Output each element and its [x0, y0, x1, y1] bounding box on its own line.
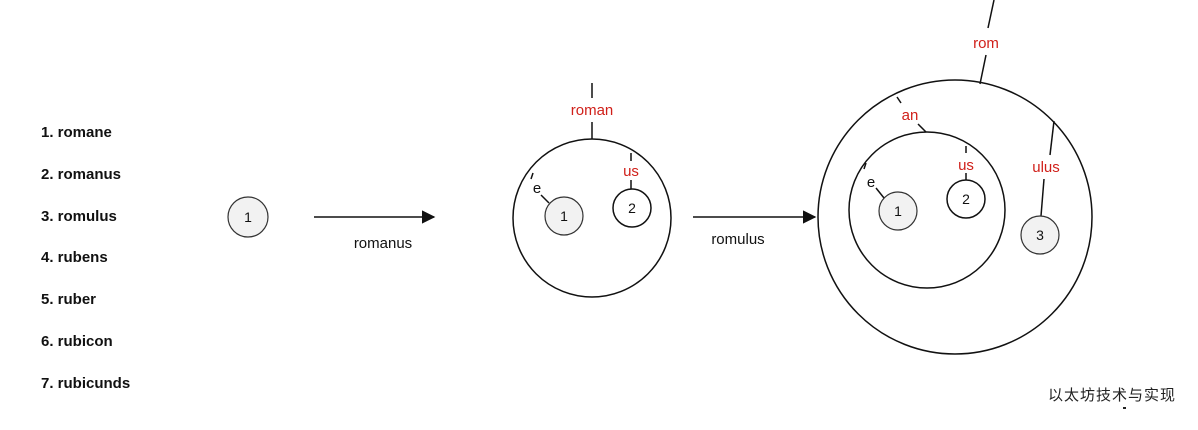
- stage3-edge-label-rom: rom: [973, 35, 999, 52]
- word-item-rubens: 4. rubens: [41, 249, 108, 267]
- stage2-leaf-node-2: [612, 188, 652, 228]
- stage3-top-edge-lower: [979, 54, 987, 85]
- stage1-node-1-label: 1: [244, 209, 252, 225]
- stage3-edge-an-lower: [917, 123, 927, 133]
- stage3-edge-ulus-lower: [1040, 178, 1045, 217]
- stage3-edge-e-upper: [863, 162, 867, 170]
- stage3-group: rom an e 1 us 2 ulus 3: [817, 0, 1093, 355]
- stage2-edge-label-us: us: [623, 163, 639, 180]
- stage3-edge-label-an: an: [902, 107, 919, 124]
- stage2-edge-label-e: e: [533, 180, 541, 197]
- watermark: 以太坊技术与实现: [1047, 386, 1176, 404]
- stage2-node-1-label: 1: [560, 208, 568, 224]
- stage3-edge-an-upper: [896, 96, 902, 104]
- word-item-romane: 1. romane: [41, 124, 112, 141]
- stage3-edge-ulus-upper: [1049, 120, 1055, 156]
- stage3-edge-label-ulus: ulus: [1032, 159, 1060, 176]
- stage3-inner-branch-node: [848, 131, 1006, 289]
- word-item-rubicon: 6. rubicon: [41, 332, 113, 350]
- word-item-rubicunds: 7. rubicunds: [41, 374, 131, 392]
- stage3-node-3-label: 3: [1036, 227, 1044, 243]
- stage2-branch-node: [512, 138, 672, 298]
- word-item-romanus: 2. romanus: [41, 165, 122, 183]
- word-item-ruber: 5. ruber: [41, 291, 97, 309]
- stage1-group: 1: [227, 196, 269, 238]
- word-list: 1. romane 2. romanus 3. romulus 4. ruben…: [41, 124, 130, 417]
- stage2-group: roman e 1 us 2: [512, 83, 672, 298]
- watermark-underline-mark: [1123, 407, 1126, 409]
- stage3-edge-label-us: us: [958, 157, 974, 174]
- arrow-1-label: romanus: [354, 235, 412, 252]
- stage2-edge-e-upper: [530, 172, 534, 180]
- stage3-edge-label-e: e: [867, 174, 875, 191]
- stage3-node-2-label: 2: [962, 191, 970, 207]
- stage2-edge-label-roman: roman: [571, 102, 614, 119]
- stage1-leaf-node-1: [227, 196, 269, 238]
- stage3-root-branch-node: [817, 79, 1093, 355]
- stage2-edge-e-lower: [540, 194, 550, 204]
- stage3-node-1-label: 1: [894, 203, 902, 219]
- stage3-edge-e-lower: [875, 187, 885, 199]
- stage3-leaf-node-3: [1020, 215, 1060, 255]
- stage3-top-edge-upper: [987, 0, 995, 29]
- arrow-2-label: romulus: [711, 231, 764, 248]
- stage2-node-2-label: 2: [628, 200, 636, 216]
- stage2-leaf-node-1: [544, 196, 584, 236]
- stage3-leaf-node-1: [878, 191, 918, 231]
- stage3-leaf-node-2: [946, 179, 986, 219]
- word-item-romulus: 3. romulus: [41, 207, 117, 225]
